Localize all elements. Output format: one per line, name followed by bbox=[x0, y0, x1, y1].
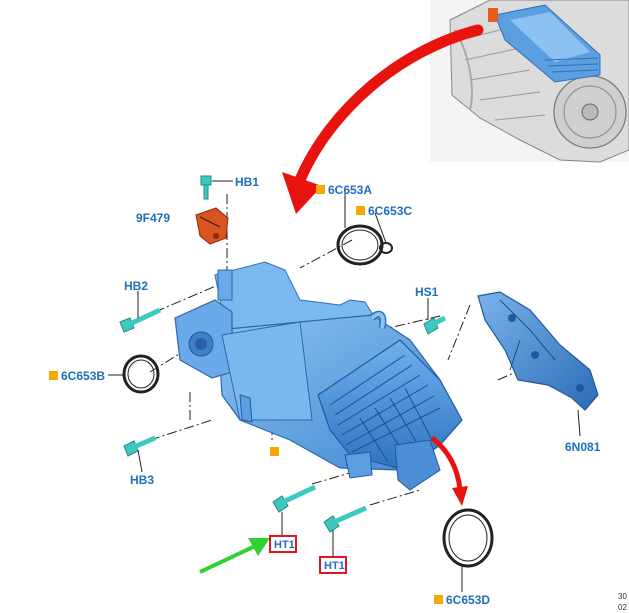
gasket-6c653a bbox=[336, 224, 384, 266]
ht1-upper-highlight-box bbox=[269, 535, 297, 553]
engine-inset-image bbox=[430, 0, 629, 163]
leader-lines bbox=[108, 180, 581, 592]
label-6c653d: 6C653D bbox=[446, 593, 490, 607]
gasket-6c653b bbox=[122, 354, 160, 394]
label-hb2: HB2 bbox=[124, 279, 148, 293]
inset-cooler-highlight bbox=[488, 4, 601, 83]
gasket-6c653d bbox=[442, 508, 494, 568]
bolt-ht1-lower bbox=[323, 505, 368, 533]
bracket-6n081 bbox=[477, 291, 599, 411]
callout-square-6c653d bbox=[434, 595, 443, 604]
label-6c653a: 6C653A bbox=[328, 183, 372, 197]
sensor-9f479 bbox=[195, 207, 229, 245]
corner-code-line1: 30 bbox=[618, 592, 627, 601]
bolt-hb1 bbox=[200, 175, 212, 200]
label-6n081: 6N081 bbox=[565, 440, 601, 454]
callout-square-6c653a bbox=[316, 185, 325, 194]
bolt-hs1 bbox=[423, 315, 447, 335]
green-pointer-arrow bbox=[199, 538, 270, 574]
corner-code-line2: 02 bbox=[618, 603, 627, 612]
callout-square-6c653c bbox=[356, 206, 365, 215]
bolt-hb2 bbox=[119, 307, 162, 333]
bolt-hb3 bbox=[123, 435, 156, 457]
bolt-ht1-upper bbox=[272, 484, 317, 513]
red-pointer-arrow bbox=[282, 24, 484, 214]
callout-square-center bbox=[270, 447, 279, 456]
label-hs1: HS1 bbox=[415, 285, 439, 299]
label-6c653b: 6C653B bbox=[61, 369, 105, 383]
label-6c653c: 6C653C bbox=[368, 204, 412, 218]
egr-cooler-assembly bbox=[174, 261, 463, 491]
ht1-lower-highlight-box bbox=[319, 556, 347, 574]
red-small-arrow bbox=[430, 436, 468, 506]
label-ht1-upper: HT1 bbox=[274, 539, 295, 551]
label-ht1-lower: HT1 bbox=[324, 560, 345, 572]
label-9f479: 9F479 bbox=[136, 211, 170, 225]
label-hb1: HB1 bbox=[235, 175, 259, 189]
label-hb3: HB3 bbox=[130, 473, 154, 487]
callout-square-6c653b bbox=[49, 371, 58, 380]
